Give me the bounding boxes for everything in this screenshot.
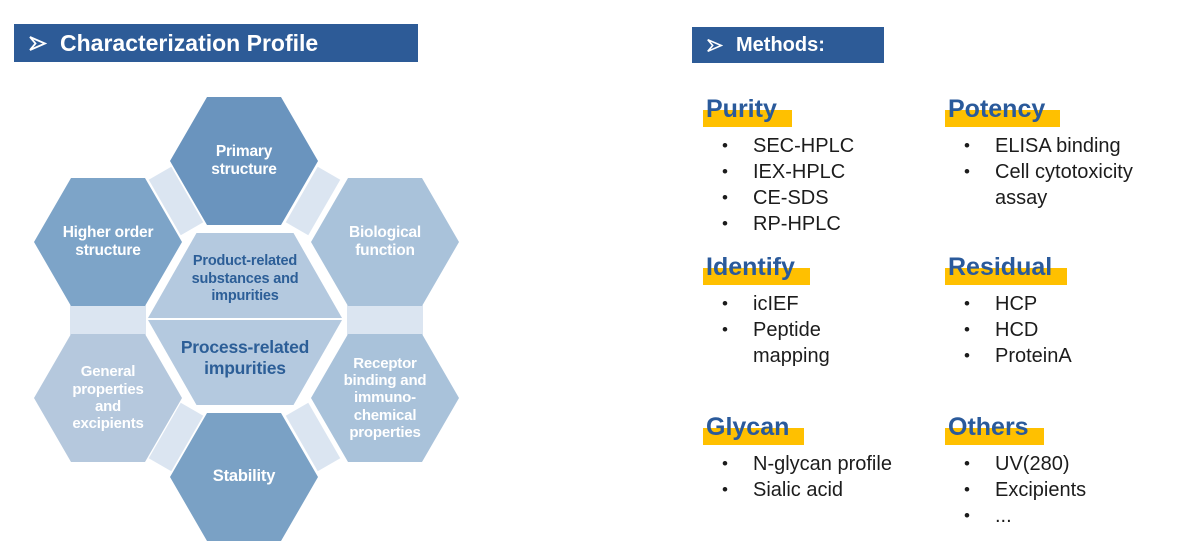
section-heading: Residual [944, 253, 1068, 284]
method-item: Peptide mapping [720, 317, 926, 369]
method-item: UV(280) [962, 451, 1168, 477]
method-item: ... [962, 503, 1168, 529]
arrowhead-icon [706, 37, 723, 54]
characterization-title: Characterization Profile [60, 29, 319, 56]
section-heading: Others [945, 413, 1044, 444]
method-section-identify: Identify icIEFPeptide mapping [703, 253, 926, 369]
method-item: HCD [962, 317, 1168, 343]
method-item: Cell cytotoxicity assay [962, 159, 1168, 211]
connector-biological-receptor [347, 305, 423, 335]
hexagon-general-properties: General properties and excipients [34, 334, 182, 462]
method-list: HCPHCDProteinA [962, 291, 1168, 369]
method-list: icIEFPeptide mapping [720, 291, 926, 369]
method-item: Sialic acid [720, 477, 926, 503]
method-item: Excipients [962, 477, 1168, 503]
section-heading: Purity [703, 95, 792, 126]
method-item: CE-SDS [720, 185, 926, 211]
method-section-glycan: Glycan N-glycan profileSialic acid [702, 413, 926, 503]
arrowhead-icon [28, 34, 47, 53]
method-item: ELISA binding [962, 133, 1168, 159]
method-section-residual: Residual HCPHCDProteinA [944, 253, 1168, 369]
method-list: SEC-HPLCIEX-HPLCCE-SDSRP-HPLC [720, 133, 926, 237]
method-list: N-glycan profileSialic acid [720, 451, 926, 503]
method-item: IEX-HPLC [720, 159, 926, 185]
methods-title: Methods: [736, 33, 825, 56]
method-section-others: Others UV(280)Excipients... [945, 413, 1168, 529]
method-section-potency: Potency ELISA bindingCell cytotoxicity a… [944, 95, 1168, 211]
hexagon-biological-function: Biological function [311, 178, 459, 306]
hexagon-receptor-binding: Receptor binding and immuno- chemical pr… [311, 334, 459, 462]
characterization-title-bar: Characterization Profile [14, 24, 418, 62]
method-item: HCP [962, 291, 1168, 317]
method-list: UV(280)Excipients... [962, 451, 1168, 529]
section-heading: Potency [944, 95, 1061, 126]
section-heading: Glycan [702, 413, 805, 444]
section-heading: Identify [703, 253, 810, 284]
method-section-purity: Purity SEC-HPLCIEX-HPLCCE-SDSRP-HPLC [703, 95, 926, 237]
method-list: ELISA bindingCell cytotoxicity assay [962, 133, 1168, 211]
method-item: ProteinA [962, 343, 1168, 369]
method-item: RP-HPLC [720, 211, 926, 237]
method-item: icIEF [720, 291, 926, 317]
method-item: N-glycan profile [720, 451, 926, 477]
methods-title-bar: Methods: [692, 27, 884, 63]
method-item: SEC-HPLC [720, 133, 926, 159]
connector-higher-general [70, 305, 146, 335]
